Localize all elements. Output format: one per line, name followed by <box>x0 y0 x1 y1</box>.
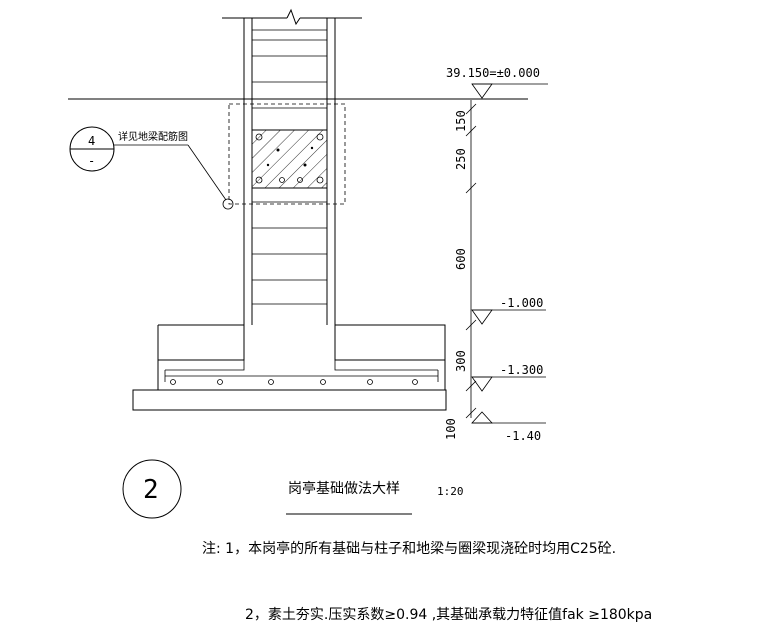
note-line-2: 2，素土夯实.压实系数≥0.94 ,其基础承载力特征值fak ≥180kpa <box>245 606 652 623</box>
svg-text:39.150=±0.000: 39.150=±0.000 <box>446 66 540 80</box>
column-stirrups <box>252 29 327 305</box>
title-number: 2 <box>143 475 159 505</box>
title-scale: 1:20 <box>437 485 464 498</box>
dim-150: 150 <box>454 110 468 132</box>
column-break-line <box>222 8 362 26</box>
ground-beam-section <box>251 129 328 189</box>
title-block: 2 岗亭基础做法大样 1:20 <box>122 459 464 519</box>
svg-text:-1.000: -1.000 <box>500 296 543 310</box>
detail-boundary-dashed <box>228 103 346 205</box>
detail-callout-sheet: - <box>88 154 95 168</box>
dim-300: 300 <box>454 350 468 372</box>
note-line-1: 注: 1，本岗亭的所有基础与柱子和地梁与圈梁现浇砼时均用C25砼. <box>202 540 616 557</box>
detail-callout-note: 详见地梁配筋图 <box>118 130 188 143</box>
dim-600: 600 <box>454 248 468 270</box>
title-text: 岗亭基础做法大样 <box>288 480 400 497</box>
dim-250: 250 <box>454 148 468 170</box>
detail-callout: 4 - 详见地梁配筋图 <box>69 126 234 210</box>
svg-text:-1.300: -1.300 <box>500 363 543 377</box>
svg-text:-1.40: -1.40 <box>505 429 541 443</box>
detail-callout-number: 4 <box>88 134 95 148</box>
bedding-layer <box>132 389 447 411</box>
elevation-marker-minus-1000: -1.000 <box>471 296 546 325</box>
footing <box>157 324 446 391</box>
elevation-marker-minus-1300: -1.300 <box>471 363 546 392</box>
dim-100: 100 <box>444 418 458 440</box>
dimension-chain <box>465 100 477 419</box>
elevation-marker-minus-1400: -1.40 <box>471 411 546 443</box>
elevation-marker-ground: 39.150=±0.000 <box>446 66 548 99</box>
